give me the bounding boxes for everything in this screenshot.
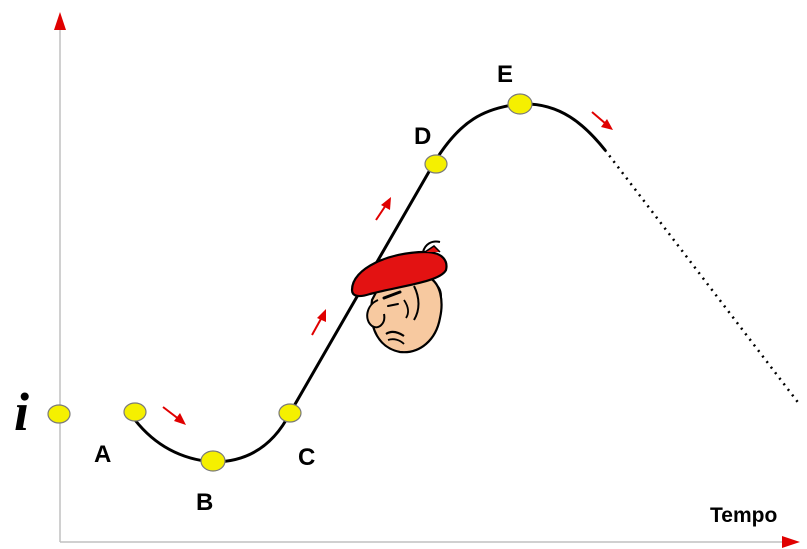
point-c-marker xyxy=(279,404,301,422)
point-label-e: E xyxy=(497,61,513,88)
point-i-marker xyxy=(48,405,70,423)
character-illustration xyxy=(352,241,446,352)
point-b-marker xyxy=(201,451,225,471)
point-e-marker xyxy=(508,94,532,114)
point-a-marker xyxy=(124,403,146,421)
y-axis-label: i xyxy=(14,382,29,442)
y-axis-arrowhead xyxy=(54,12,66,30)
x-axis-arrowhead xyxy=(782,536,800,548)
curve-dotted-continuation xyxy=(605,150,800,405)
direction-arrow-cd-upper xyxy=(376,197,391,220)
direction-arrow-e xyxy=(592,112,613,130)
direction-arrow-ab xyxy=(163,407,186,425)
point-label-d: D xyxy=(414,123,431,150)
point-label-b: B xyxy=(196,489,213,516)
point-d-marker xyxy=(425,155,447,173)
x-axis-label: Tempo xyxy=(710,504,777,527)
point-label-c: C xyxy=(298,444,315,471)
point-label-a: A xyxy=(94,441,111,468)
direction-arrow-cd-lower xyxy=(312,309,326,335)
